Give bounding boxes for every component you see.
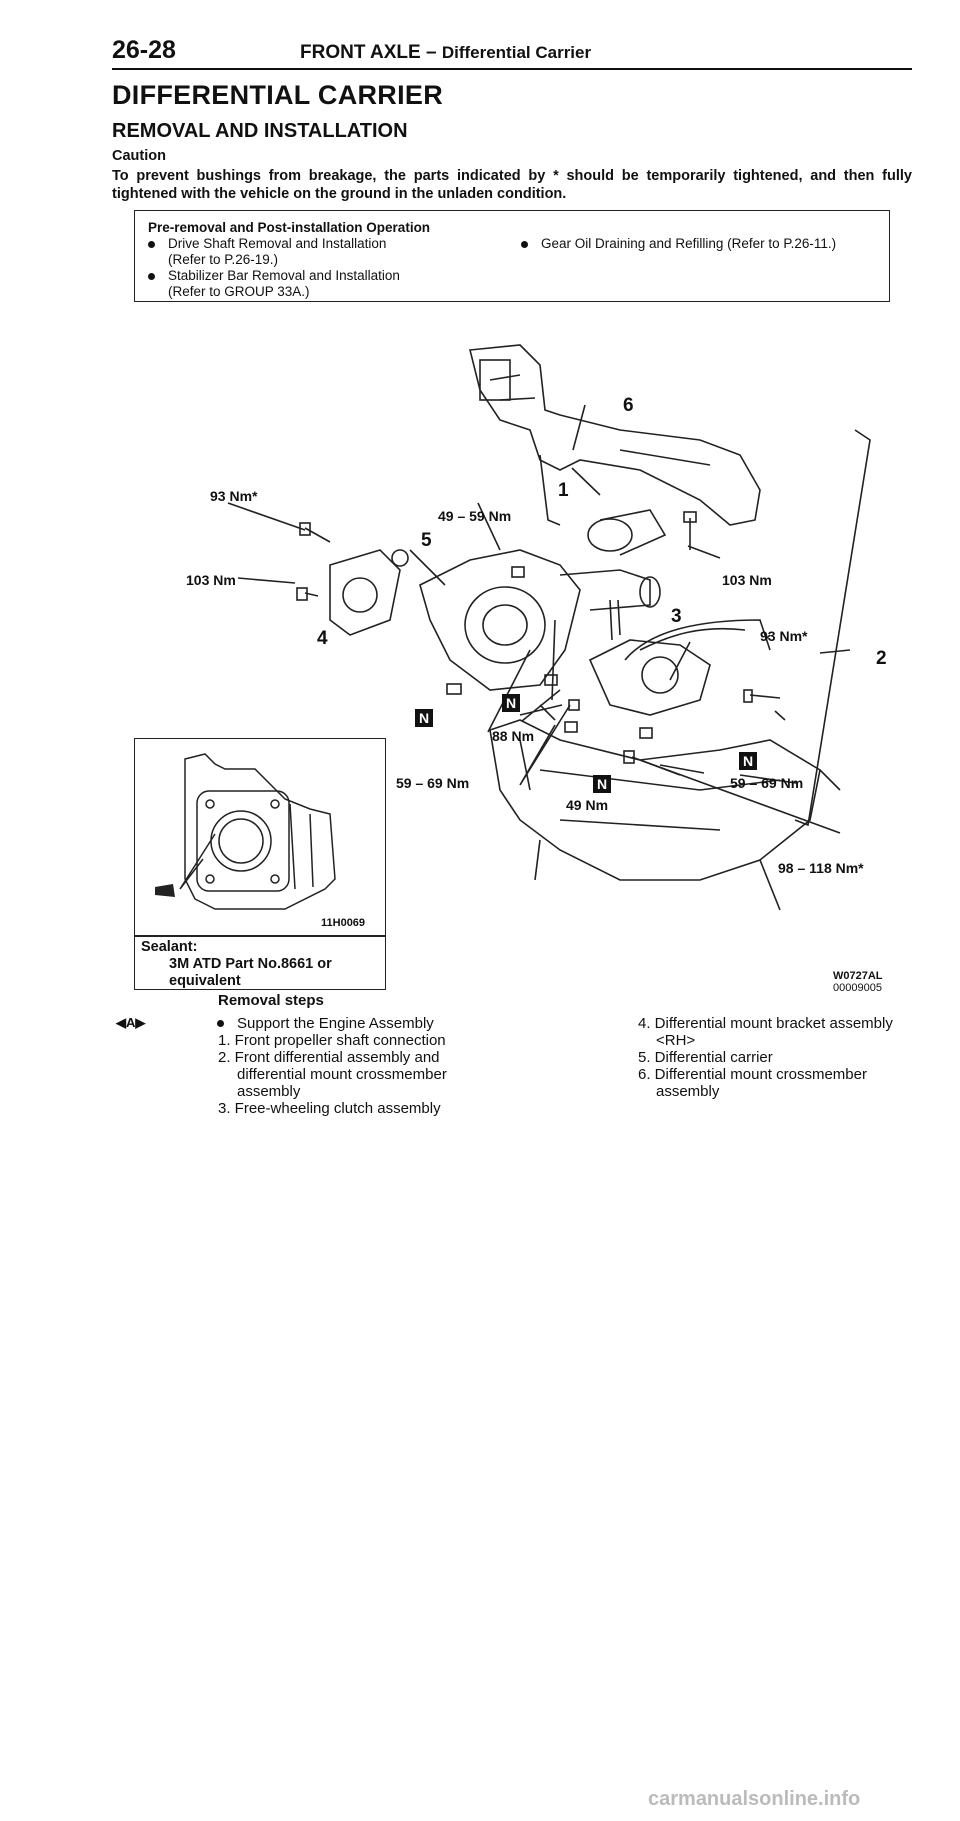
torque-label: 103 Nm	[186, 572, 236, 588]
removal-steps-title: Removal steps	[218, 992, 324, 1009]
pre-removal-title: Pre-removal and Post-installation Operat…	[148, 220, 431, 235]
pre-removal-item: Drive Shaft Removal and Installation (Re…	[147, 236, 387, 268]
page-number: 26-28	[112, 36, 176, 64]
section-title: FRONT AXLE	[300, 42, 421, 63]
item-text: Stabilizer Bar Removal and Installation	[168, 268, 400, 283]
part-number: 6	[623, 395, 634, 416]
removal-marker: ◀A▶	[116, 1015, 145, 1031]
figure-code: W0727AL 00009005	[833, 970, 883, 994]
torque-label: 49 – 59 Nm	[438, 508, 512, 524]
torque-label: 93 Nm*	[760, 628, 808, 644]
removal-step: assembly	[656, 1083, 720, 1100]
removal-step: 1. Front propeller shaft connection	[218, 1032, 446, 1049]
torque-label: 93 Nm*	[210, 488, 258, 504]
inset-illustration	[155, 753, 336, 910]
sealant-note: Sealant: 3M ATD Part No.8661 or equivale…	[141, 939, 332, 990]
figure-code-line: 00009005	[833, 982, 882, 994]
watermark: carmanualsonline.info	[648, 1788, 861, 1810]
part-number: 4	[317, 628, 328, 649]
section-subtitle: REMOVAL AND INSTALLATION	[112, 120, 408, 142]
part-number: 2	[876, 648, 887, 669]
n-mark-badge: N	[415, 709, 433, 727]
running-header: FRONT AXLE – Differential Carrier	[300, 42, 591, 64]
inset-code: 11H0069	[321, 917, 366, 929]
removal-step: 5. Differential carrier	[638, 1049, 773, 1066]
part-number: 3	[671, 606, 682, 627]
sealant-line: 3M ATD Part No.8661 or	[169, 956, 332, 972]
pre-removal-box: Pre-removal and Post-installation Operat…	[134, 210, 890, 302]
item-ref: (Refer to GROUP 33A.)	[168, 284, 310, 299]
marker-letter: A	[126, 1015, 136, 1030]
header-rule	[112, 68, 912, 70]
page-title: DIFFERENTIAL CARRIER	[112, 80, 444, 110]
n-mark-badge: N	[502, 694, 520, 712]
figure-code-line: W0727AL	[833, 970, 883, 982]
header-dash: –	[425, 42, 437, 63]
item-ref: (Refer to P.26-19.)	[168, 252, 279, 267]
inset-divider	[135, 935, 385, 937]
exploded-view-illustration	[227, 344, 871, 911]
caution-text: To prevent bushings from breakage, the p…	[112, 168, 912, 202]
torque-label: 103 Nm	[722, 572, 772, 588]
removal-step: 2. Front differential assembly and	[218, 1049, 440, 1066]
removal-step: 4. Differential mount bracket assembly	[638, 1015, 893, 1032]
sealant-inset: 11H0069 Sealant: 3M ATD Part No.8661 or …	[134, 738, 386, 990]
left-arrow-icon: ◀	[116, 1015, 126, 1030]
removal-step: 3. Free-wheeling clutch assembly	[218, 1100, 441, 1117]
item-text: Drive Shaft Removal and Installation	[168, 236, 387, 251]
removal-step: <RH>	[656, 1032, 696, 1049]
part-number: 1	[558, 480, 569, 501]
torque-label: 59 – 69 Nm	[396, 775, 470, 791]
torque-label: 49 Nm	[566, 797, 609, 813]
right-arrow-icon: ▶	[135, 1015, 146, 1030]
pre-removal-item: Gear Oil Draining and Refilling (Refer t…	[520, 236, 837, 252]
torque-label: 98 – 118 Nm*	[778, 860, 864, 876]
item-text: Gear Oil Draining and Refilling (Refer t…	[541, 236, 837, 251]
n-mark-badge: N	[593, 775, 611, 793]
torque-label: 59 – 69 Nm	[730, 775, 804, 791]
sealant-label: Sealant:	[141, 939, 198, 955]
sealant-line: equivalent	[169, 973, 241, 989]
removal-step: assembly	[237, 1083, 301, 1100]
n-mark-badge: N	[739, 752, 757, 770]
removal-step: 6. Differential mount crossmember	[638, 1066, 867, 1083]
part-number: 5	[421, 530, 432, 551]
torque-label: 88 Nm	[492, 728, 535, 744]
caution-label: Caution	[112, 148, 166, 164]
removal-step: Support the Engine Assembly	[217, 1015, 434, 1032]
pre-removal-item: Stabilizer Bar Removal and Installation …	[148, 268, 400, 300]
subsection-title: Differential Carrier	[441, 43, 592, 62]
removal-step: differential mount crossmember	[237, 1066, 447, 1083]
